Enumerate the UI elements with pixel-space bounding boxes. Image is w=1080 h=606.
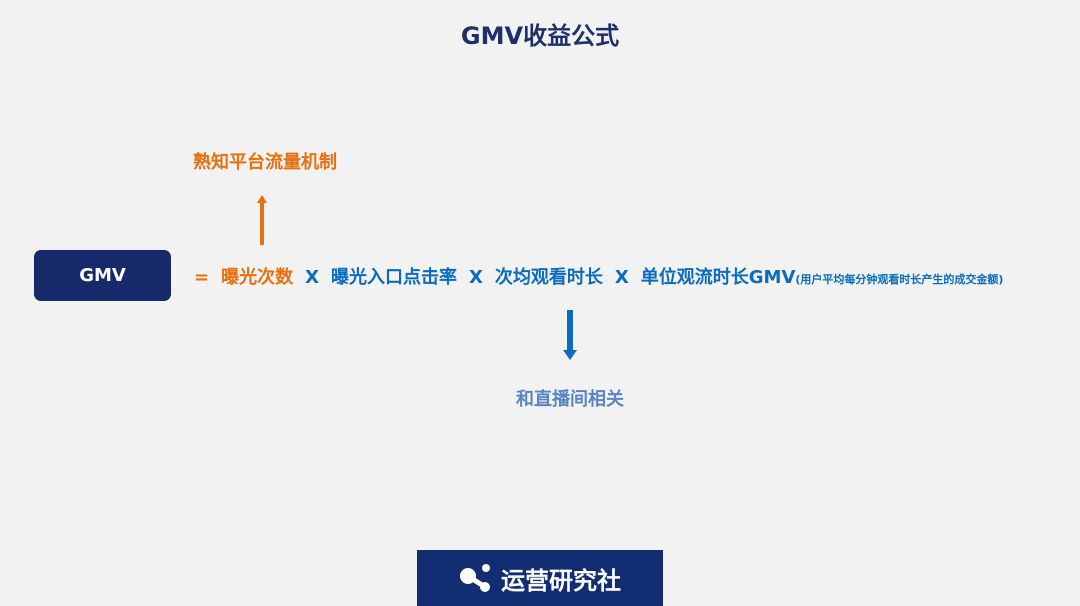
- footer-brand-banner: 运营研究社: [417, 550, 663, 606]
- multiply-sign: X: [468, 267, 483, 288]
- equals-sign: =: [194, 267, 210, 288]
- down-annotation: 和直播间相关: [516, 389, 624, 410]
- term-gmv-note: (用户平均每分钟观看时长产生的成交金额): [795, 273, 1004, 286]
- term-avg-watch-time: 次均观看时长: [494, 267, 603, 288]
- up-annotation: 熟知平台流量机制: [193, 152, 337, 173]
- gmv-box: GMV: [34, 250, 171, 301]
- brand-logo-icon: [460, 564, 490, 592]
- multiply-sign: X: [614, 267, 629, 288]
- gmv-formula: = 曝光次数 X 曝光入口点击率 X 次均观看时长 X 单位观流时长GMV (用…: [194, 263, 1015, 289]
- term-gmv-per-time: 单位观流时长GMV: [640, 267, 796, 288]
- term-exposure-count: 曝光次数: [221, 267, 294, 288]
- footer-brand-name: 运营研究社: [501, 566, 621, 595]
- arrow-up-icon: [257, 195, 267, 245]
- term-click-rate: 曝光入口点击率: [330, 267, 457, 288]
- page-title: GMV收益公式: [460, 22, 620, 50]
- multiply-sign: X: [305, 267, 319, 288]
- arrow-down-icon: [563, 310, 577, 360]
